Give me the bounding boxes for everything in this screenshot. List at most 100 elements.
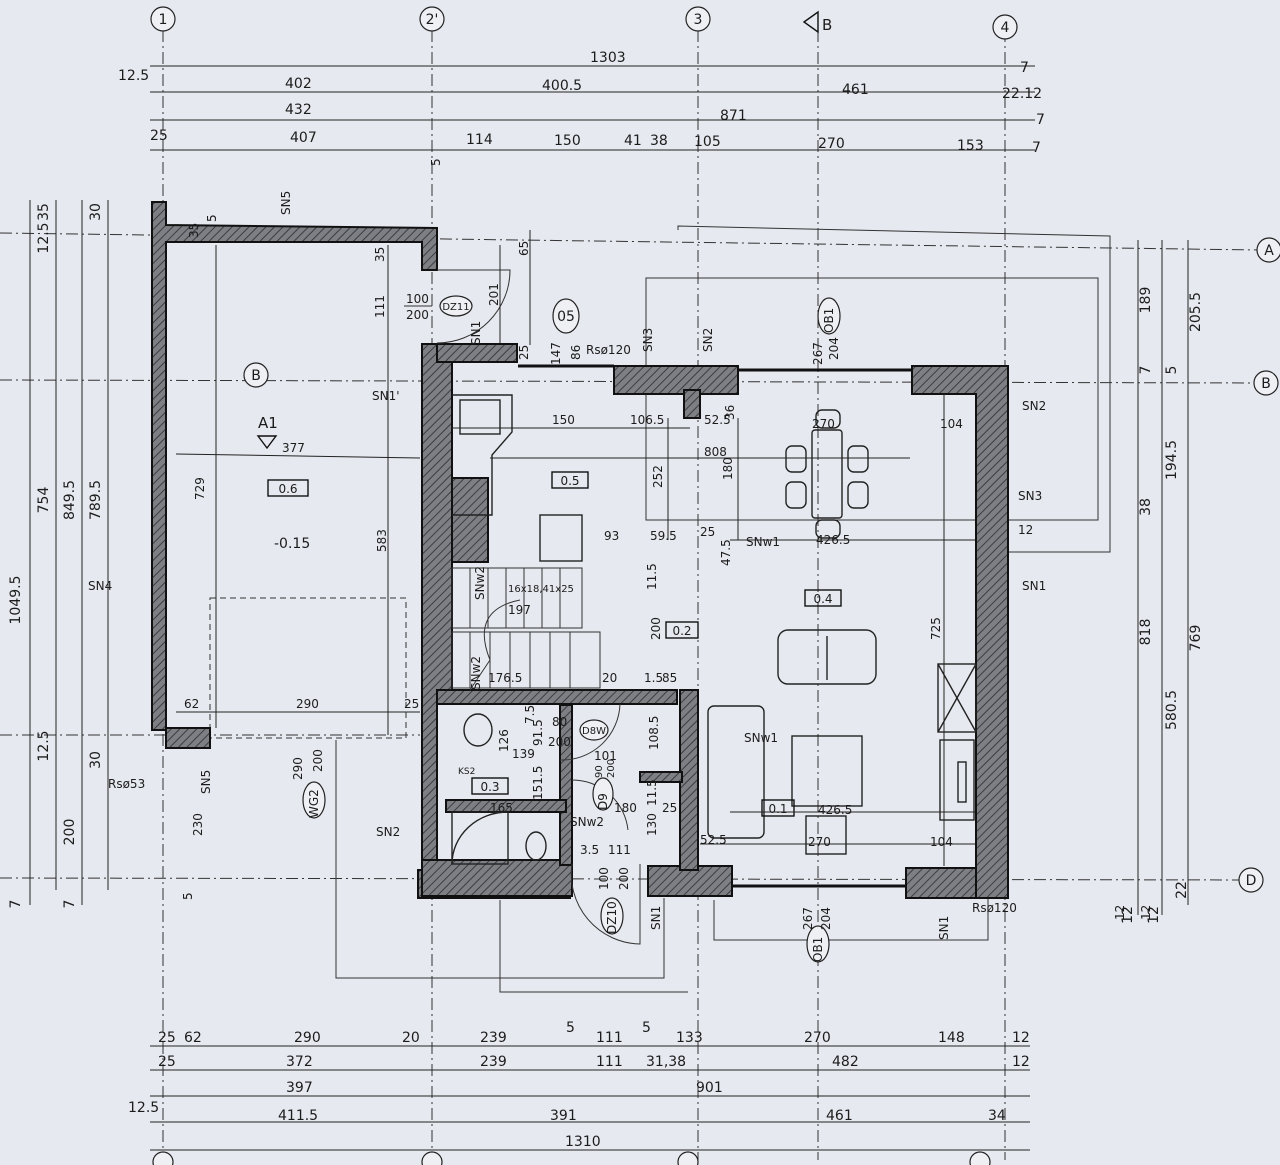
section-label: SN1' [372, 389, 400, 403]
left-dim-7a: 7 [8, 900, 24, 909]
svg-text:0.4: 0.4 [813, 592, 832, 606]
bottom-dim-12b: 12 [1012, 1054, 1030, 1070]
dim-text: 62 [184, 697, 199, 711]
top-dim-1303: 1303 [590, 50, 626, 66]
left-dim-789.5: 789.5 [88, 480, 104, 520]
right-dim-12b: 12 [1146, 906, 1162, 924]
section-label: SNw1 [744, 731, 778, 745]
garage-door-tag: WG2 290 200 [291, 749, 326, 819]
axis-bubble-col-3: 3 [685, 6, 711, 32]
right-dim-7: 7 [1138, 366, 1154, 375]
dim-text: 25 [662, 801, 677, 815]
kitchen-counter [452, 394, 583, 562]
section-label: SN5 [279, 191, 293, 215]
section-label: SN3 [1018, 489, 1042, 503]
walls [151, 201, 1009, 899]
axis-bubble-col-2p: 2' [419, 6, 445, 32]
left-dim-754: 754 [36, 487, 52, 514]
bottom-dim-391: 391 [550, 1108, 577, 1124]
left-dim-1049.5: 1049.5 [8, 576, 24, 625]
svg-text:100: 100 [597, 867, 611, 890]
axis-bubble-col-1: 1 [150, 6, 176, 32]
dim-text: 36 [723, 405, 737, 420]
dim-text: 252 [651, 465, 665, 488]
top-dim-105: 105 [694, 134, 721, 150]
room-tag-01: 0.1 [761, 799, 795, 817]
top-dim-461: 461 [842, 82, 869, 98]
bottom-dim-1310: 1310 [565, 1134, 601, 1150]
grid-lines [0, 30, 1261, 1160]
section-label: SN2 [1022, 399, 1046, 413]
dim-text: 426.5 [816, 533, 850, 547]
left-dim-12.5a: 12.5 [36, 222, 52, 253]
staircase [451, 567, 601, 691]
top-dim-25: 25 [150, 128, 168, 144]
svg-text:B: B [1261, 376, 1271, 392]
dim-text: 5 [429, 158, 443, 166]
dim-text: 725 [929, 617, 943, 640]
svg-text:90: 90 [594, 765, 605, 778]
section-label: SN1 [937, 916, 951, 940]
right-dim-205.5: 205.5 [1188, 292, 1204, 332]
left-dim-849.5: 849.5 [62, 480, 78, 520]
dim-text: 25 [700, 525, 715, 539]
right-dim-22: 22 [1174, 881, 1190, 899]
dim-text: 104 [940, 417, 963, 431]
top-dimension-lines [150, 65, 1035, 151]
top-dim-7c: 7 [1032, 140, 1041, 156]
room-tag-02: 0.2 [665, 621, 699, 639]
bottom-dim-411.5: 411.5 [278, 1108, 318, 1124]
bottom-dim-461: 461 [826, 1108, 853, 1124]
top-dim-22.12: 22.12 [1002, 86, 1042, 102]
section-label: SNw2 [473, 566, 487, 600]
svg-text:D9: D9 [596, 793, 610, 810]
dim-text: 65 [517, 241, 531, 256]
top-dim-38: 38 [650, 133, 668, 149]
bottom-dim-20: 20 [402, 1030, 420, 1046]
top-dim-7a: 7 [1020, 60, 1029, 76]
bottom-dim-290: 290 [294, 1030, 321, 1046]
section-label: SN5 [199, 770, 213, 794]
bathroom-fixtures [451, 713, 547, 865]
right-dim-818: 818 [1138, 619, 1154, 646]
top-dim-407: 407 [290, 130, 317, 146]
bottom-dim-31-38: 31,38 [646, 1054, 686, 1070]
bottom-dim-901: 901 [696, 1080, 723, 1096]
dim-text: 377 [282, 441, 305, 455]
bottom-dim-25b: 25 [158, 1054, 176, 1070]
top-dim-12.5: 12.5 [118, 68, 149, 84]
right-dim-189: 189 [1138, 287, 1154, 314]
dim-text: 85 [662, 671, 677, 685]
svg-text:4: 4 [1001, 20, 1010, 36]
svg-text:OB1: OB1 [811, 937, 825, 962]
dim-text: 91.5 [531, 719, 545, 746]
svg-text:147: 147 [549, 342, 563, 365]
top-dim-871: 871 [720, 108, 747, 124]
svg-text:200: 200 [548, 735, 571, 749]
svg-text:267: 267 [801, 907, 815, 930]
bottom-dim-25a: 25 [158, 1030, 176, 1046]
left-dim-30a: 30 [88, 203, 104, 221]
section-label: SNw2 [469, 656, 483, 690]
dim-text: 52.5 [700, 833, 727, 847]
axis-bubble-col-4: 4 [992, 14, 1018, 40]
section-label: SN3 [641, 328, 655, 352]
svg-text:0.3: 0.3 [480, 780, 499, 794]
bottom-dim-12.5: 12.5 [128, 1100, 159, 1116]
bottom-dim-148: 148 [938, 1030, 965, 1046]
bottom-dim-270: 270 [804, 1030, 831, 1046]
bottom-dim-397: 397 [286, 1080, 313, 1096]
dim-text: 47.5 [719, 539, 733, 566]
dim-text: 52.5 [704, 413, 731, 427]
dim-text: 12 [1139, 905, 1153, 920]
svg-text:OB1: OB1 [822, 308, 836, 333]
svg-text:D8W: D8W [582, 726, 606, 737]
bottom-dim-111b: 111 [596, 1054, 623, 1070]
interior-dimension-lines [175, 230, 975, 866]
svg-text:0.1: 0.1 [768, 802, 787, 816]
room-tag-04: 0.4 [804, 589, 842, 607]
bottom-dim-239a: 239 [480, 1030, 507, 1046]
left-dim-30b: 30 [88, 751, 104, 769]
bottom-dim-372: 372 [286, 1054, 313, 1070]
